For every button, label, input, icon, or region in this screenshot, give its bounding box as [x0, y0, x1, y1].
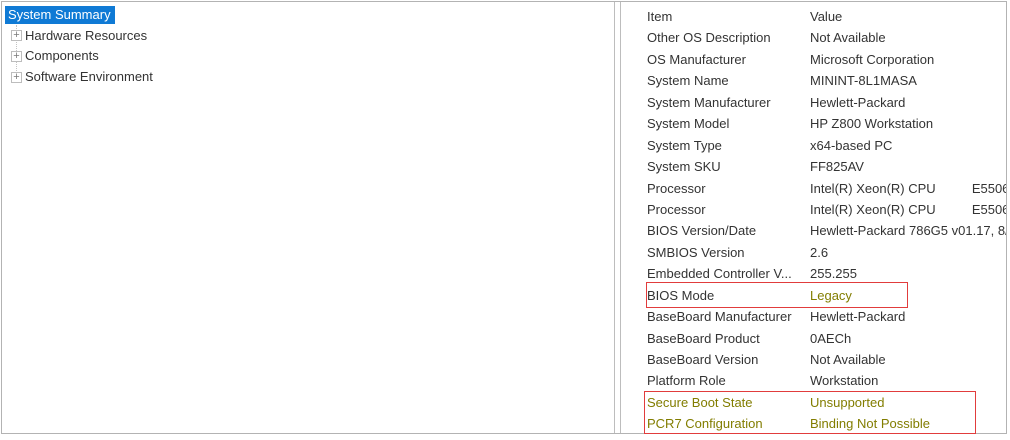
item-cell: Other OS Description: [647, 30, 771, 46]
details-list-panel: Item Value Other OS Description Not Avai…: [620, 2, 1006, 433]
list-row[interactable]: BIOS Mode Legacy: [647, 285, 1006, 306]
value-cell: FF825AV: [810, 159, 864, 175]
item-cell: PCR7 Configuration: [647, 416, 763, 432]
item-cell: Platform Role: [647, 373, 726, 389]
list-row[interactable]: System Manufacturer Hewlett-Packard: [647, 92, 1006, 113]
column-header-item: Item: [647, 9, 673, 24]
item-cell: System Type: [647, 137, 722, 153]
tree-item-software-environment[interactable]: + Software Environment: [2, 67, 614, 88]
value-cell: x64-based PC: [810, 137, 893, 153]
list-row[interactable]: System Type x64-based PC: [647, 135, 1006, 156]
value-cell: Intel(R) Xeon(R) CPU E5506: [810, 180, 1006, 196]
list-row[interactable]: Processor Intel(R) Xeon(R) CPU E5506: [647, 178, 1006, 199]
item-cell: OS Manufacturer: [647, 51, 746, 67]
list-row[interactable]: SMBIOS Version 2.6: [647, 242, 1006, 263]
list-body: Other OS Description Not Available OS Ma…: [647, 27, 1006, 433]
list-row[interactable]: System Model HP Z800 Workstation: [647, 113, 1006, 134]
tree-item-system-summary[interactable]: System Summary: [2, 5, 614, 26]
value-cell: MININT-8L1MASA: [810, 73, 917, 89]
item-cell: Processor: [647, 180, 706, 196]
item-cell: BaseBoard Manufacturer: [647, 309, 792, 325]
list-row[interactable]: BaseBoard Manufacturer Hewlett-Packard: [647, 306, 1006, 327]
item-cell: Processor: [647, 201, 706, 217]
tree-expander-plus-icon[interactable]: +: [11, 30, 22, 42]
value-cell: Not Available: [810, 352, 886, 367]
tree-item-label[interactable]: Hardware Resources: [25, 27, 148, 43]
item-cell: Embedded Controller V...: [647, 266, 792, 282]
list-row[interactable]: Secure Boot State Unsupported: [647, 392, 1006, 413]
item-cell: Secure Boot State: [647, 394, 753, 410]
tree-item-hardware-resources[interactable]: + Hardware Resources: [2, 26, 614, 47]
item-cell: System Name: [647, 73, 729, 89]
item-cell: System Manufacturer: [647, 94, 771, 110]
value-cell: 0AECh: [810, 330, 852, 346]
navigation-tree-panel: System Summary + Hardware Resources + Co…: [2, 2, 615, 433]
item-cell: BIOS Mode: [647, 287, 715, 303]
tree-expander-plus-icon[interactable]: +: [11, 71, 22, 83]
value-cell: Hewlett-Packard: [810, 94, 906, 110]
value-cell: Hewlett-Packard 786G5 v01.17, 8/: [810, 223, 1006, 239]
list-row[interactable]: PCR7 Configuration Binding Not Possible: [647, 413, 1006, 433]
list-row[interactable]: System SKU FF825AV: [647, 156, 1006, 177]
tree-expander-plus-icon[interactable]: +: [11, 50, 22, 62]
value-cell: Unsupported: [810, 394, 885, 410]
tree-connector-line: [16, 25, 17, 75]
list-row[interactable]: System Name MININT-8L1MASA: [647, 70, 1006, 91]
list-row[interactable]: BIOS Version/Date Hewlett-Packard 786G5 …: [647, 220, 1006, 241]
value-cell: 255.255: [810, 266, 857, 282]
item-cell: SMBIOS Version: [647, 244, 745, 260]
list-row[interactable]: Processor Intel(R) Xeon(R) CPU E5506: [647, 199, 1006, 220]
item-cell: BaseBoard Product: [647, 330, 760, 346]
tree-item-components[interactable]: + Components: [2, 46, 614, 67]
tree-item-label[interactable]: Software Environment: [25, 68, 153, 84]
value-cell: Binding Not Possible: [810, 416, 930, 432]
item-cell: BaseBoard Version: [647, 352, 759, 367]
value-cell: Not Available: [810, 30, 886, 46]
value-cell: 2.6: [810, 244, 829, 260]
list-header-row: Item Value: [647, 6, 1006, 27]
list-row[interactable]: Platform Role Workstation: [647, 370, 1006, 391]
list-row[interactable]: BaseBoard Product 0AECh: [647, 328, 1006, 349]
list-row[interactable]: Other OS Description Not Available: [647, 27, 1006, 48]
item-cell: System Model: [647, 116, 730, 132]
value-cell: Hewlett-Packard: [810, 309, 906, 325]
tree-item-label[interactable]: Components: [25, 48, 99, 64]
item-cell: BIOS Version/Date: [647, 223, 757, 239]
list-row[interactable]: BaseBoard Version Not Available: [647, 349, 1006, 370]
value-cell: Intel(R) Xeon(R) CPU E5506: [810, 201, 1006, 217]
column-header-value: Value: [810, 9, 843, 24]
value-cell: Workstation: [810, 373, 879, 389]
list-row[interactable]: Embedded Controller V... 255.255: [647, 263, 1006, 284]
item-cell: System SKU: [647, 159, 721, 175]
value-cell: HP Z800 Workstation: [810, 116, 934, 132]
value-cell: Legacy: [810, 287, 852, 303]
tree-item-label-selected[interactable]: System Summary: [5, 6, 115, 25]
list-row[interactable]: OS Manufacturer Microsoft Corporation: [647, 49, 1006, 70]
value-cell: Microsoft Corporation: [810, 51, 935, 67]
